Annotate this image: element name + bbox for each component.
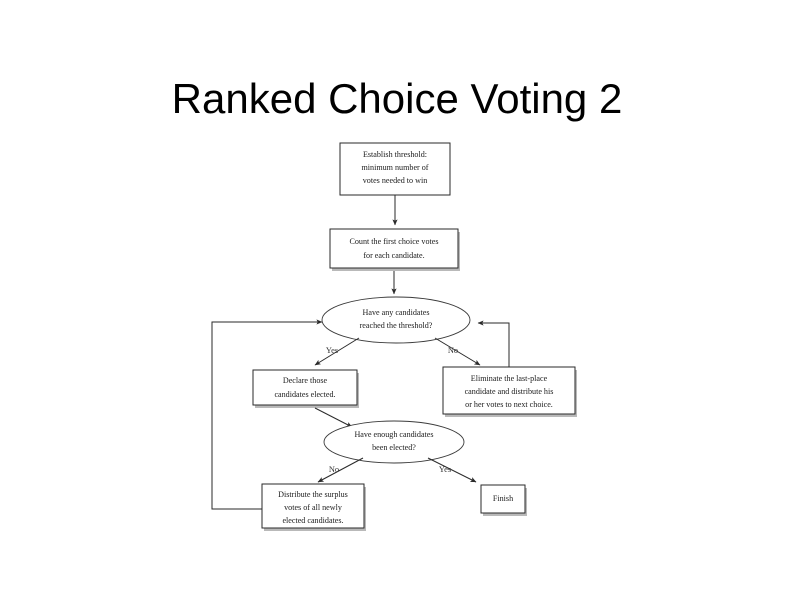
flow-node-line: elected candidates. — [282, 516, 343, 525]
flow-node-line: Have any candidates — [363, 308, 430, 317]
flow-node-count-first-choice: Count the first choice votes for each ca… — [329, 228, 460, 271]
flow-arrow-threshold-yes — [314, 337, 360, 366]
flow-node-finish: Finish — [480, 484, 527, 516]
flow-node-distribute-surplus: Distribute the surplus votes of all newl… — [261, 483, 366, 531]
flow-node-eliminate-last-place: Eliminate the last-place candidate and d… — [442, 366, 577, 417]
flowchart-image: Establish threshold: minimum number of v… — [195, 130, 605, 545]
flow-node-enough-elected: Have enough candidates been elected? — [323, 420, 465, 464]
flow-arrow-threshold-no — [434, 337, 481, 366]
flow-arrow-enough-no — [317, 457, 364, 483]
flow-node-declare-elected: Declare those candidates elected. — [252, 369, 359, 408]
flow-edge-label-enough-yes: Yes — [439, 465, 451, 474]
flow-node-line: Have enough candidates — [354, 430, 433, 439]
flow-arrow-distribute-loopback — [211, 319, 323, 510]
flow-node-any-reached-threshold: Have any candidates reached the threshol… — [321, 296, 471, 344]
flow-node-line: candidate and distribute his — [465, 387, 554, 396]
flow-arrow-enough-yes — [427, 457, 477, 483]
flow-node-line: for each candidate. — [363, 251, 424, 260]
flow-node-line: Finish — [493, 494, 513, 503]
flow-node-line: votes of all newly — [284, 503, 343, 512]
flow-node-line: or her votes to next choice. — [465, 400, 553, 409]
flow-arrow-eliminate-loopback — [477, 320, 510, 367]
flow-node-line: candidates elected. — [274, 390, 335, 399]
flow-node-line: minimum number of — [362, 163, 429, 172]
flow-node-line: votes needed to win — [363, 176, 428, 185]
page-title: Ranked Choice Voting 2 — [171, 75, 623, 123]
flow-edge-label-enough-no: No — [329, 465, 339, 474]
flow-node-establish-threshold: Establish threshold: minimum number of v… — [339, 142, 451, 196]
flow-node-line: Count the first choice votes — [349, 237, 438, 246]
flow-node-line: been elected? — [372, 443, 416, 452]
flow-node-line: Eliminate the last-place — [471, 374, 548, 383]
flow-arrow-declare-to-enough — [314, 407, 353, 428]
flow-edge-label-threshold-yes: Yes — [326, 346, 338, 355]
flow-node-line: Declare those — [283, 376, 328, 385]
flow-node-line: reached the threshold? — [360, 321, 433, 330]
flow-node-line: Distribute the surplus — [278, 490, 348, 499]
flow-edge-label-threshold-no: No — [448, 346, 458, 355]
flowchart-svg: Establish threshold: minimum number of v… — [211, 142, 577, 531]
flow-node-line: Establish threshold: — [363, 150, 427, 159]
